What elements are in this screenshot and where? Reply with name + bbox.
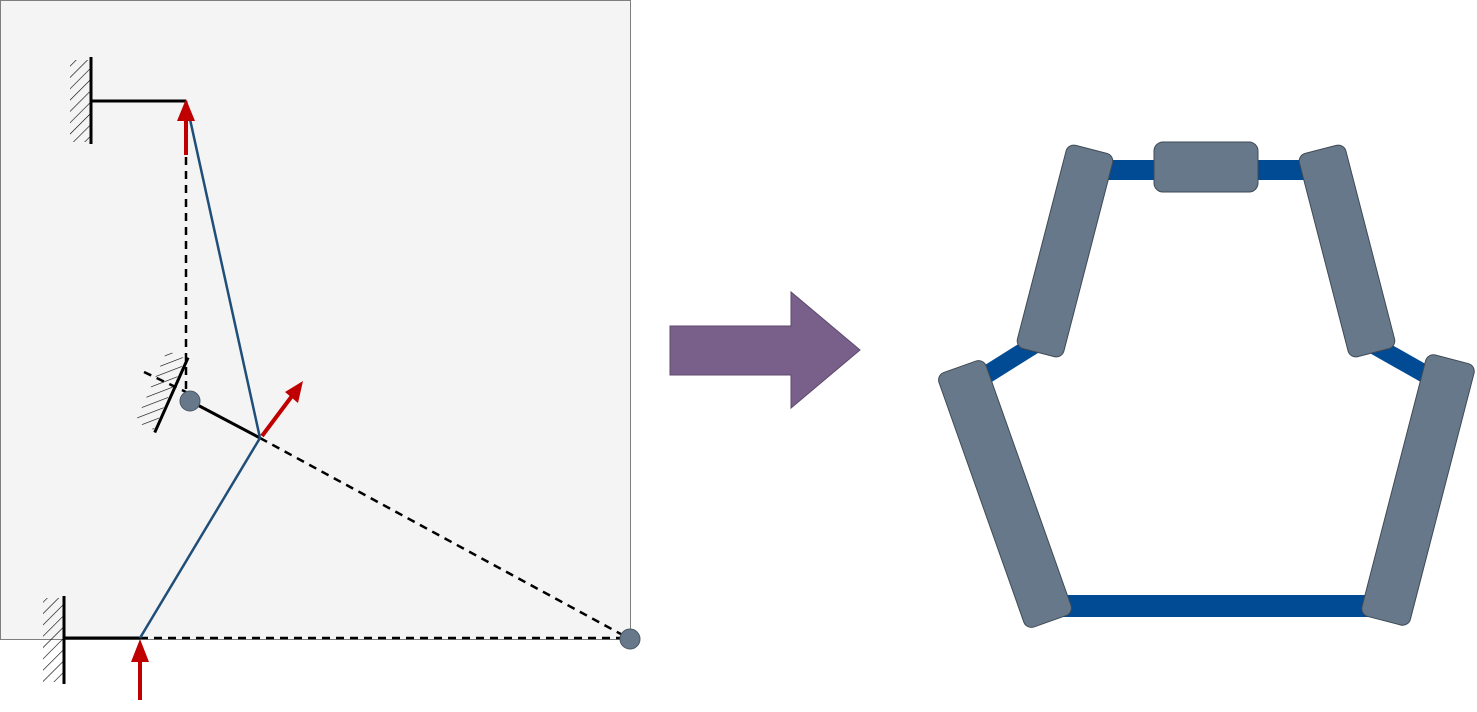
blue-link-upper [184, 100, 262, 439]
force-arrow-middle [260, 381, 303, 438]
ground-support-top [70, 57, 186, 144]
left-panel [0, 0, 641, 700]
ground-wall-middle [153, 357, 190, 434]
pivot-middle [179, 390, 201, 412]
transition-arrow [669, 290, 861, 410]
hatch-middle [135, 350, 186, 430]
pivot-corner [619, 628, 641, 650]
block-lower-left [938, 360, 1072, 628]
blue-link-lower [138, 437, 262, 639]
hatch-bottom [43, 598, 63, 682]
panel-background [0, 0, 631, 640]
ground-arm-middle [189, 399, 261, 440]
block-upper-right [1298, 144, 1396, 358]
block-upper-left [1016, 144, 1114, 358]
hatch-top [70, 60, 90, 142]
right-panel [938, 141, 1475, 628]
dashed-diagonal-line [259, 436, 631, 641]
force-arrow-top [177, 99, 195, 155]
ground-support-middle [135, 350, 261, 440]
ground-support-bottom [43, 596, 140, 684]
block-top [1153, 141, 1259, 193]
dashed-short-line [143, 370, 187, 394]
force-arrow-bottom [131, 639, 149, 700]
block-lower-right [1361, 354, 1475, 626]
